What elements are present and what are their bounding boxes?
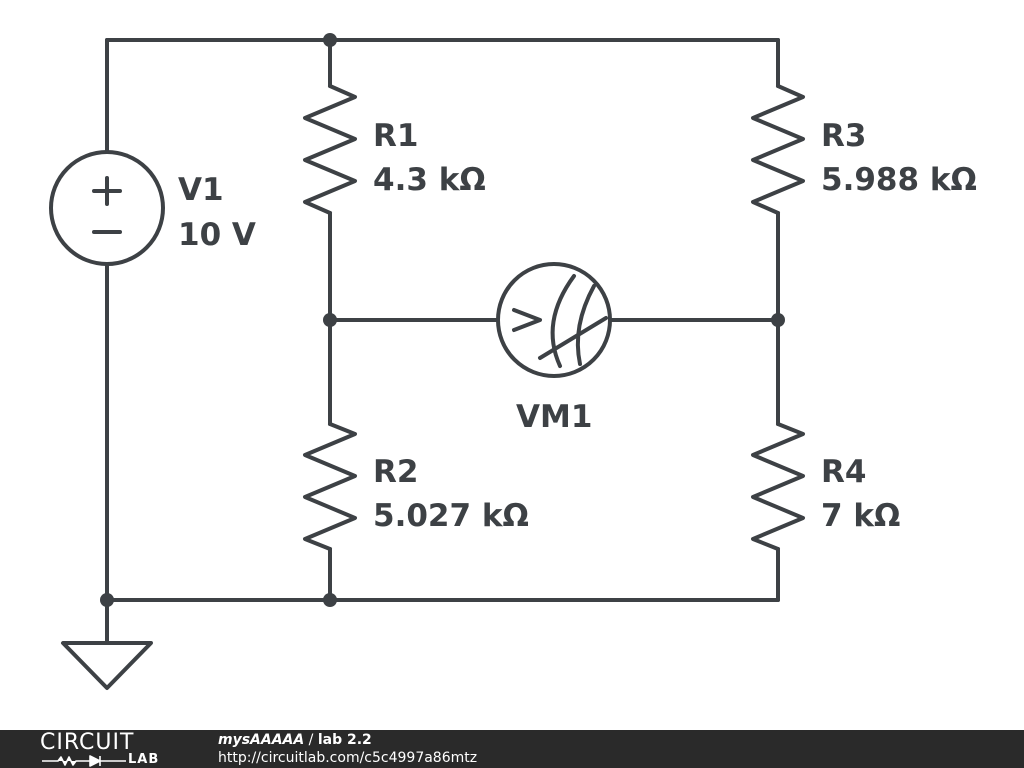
junction-node (323, 593, 337, 607)
footer-title: mysAAAAA / lab 2.2 (218, 731, 372, 749)
voltmeter-arc-1 (550, 274, 576, 368)
resistor-r1[interactable] (303, 84, 357, 215)
r1-value-label: 4.3 kΩ (373, 162, 486, 198)
plus-sign (92, 176, 122, 206)
voltmeter-arc-2 (575, 284, 596, 366)
resistor-r3[interactable] (751, 84, 805, 215)
junction-node (323, 313, 337, 327)
footer-url-link[interactable]: http://circuitlab.com/c5c4997a86mtz (218, 750, 478, 766)
voltmeter-v-glyph (512, 308, 542, 332)
voltage-source-v1[interactable] (49, 150, 165, 266)
r2-name-label: R2 (373, 454, 418, 490)
r1-name-label: R1 (373, 118, 418, 154)
r4-value-label: 7 kΩ (821, 498, 900, 534)
junction-node (771, 313, 785, 327)
v1-name-label: V1 (178, 172, 224, 208)
footer-bar: CIRCUIT LAB mysAAAAA / lab 2.2 http://ci… (0, 730, 1024, 768)
junction-node (100, 593, 114, 607)
v1-value-label: 10 V (178, 217, 256, 253)
junction-node (323, 33, 337, 47)
r2-value-label: 5.027 kΩ (373, 498, 529, 534)
resistor-r2[interactable] (303, 422, 357, 551)
logo-text-top: CIRCUIT (40, 730, 135, 755)
r4-name-label: R4 (821, 454, 866, 490)
resistor-r4[interactable] (751, 422, 805, 551)
voltmeter-vm1[interactable] (496, 262, 612, 378)
footer-separator: / (304, 732, 318, 748)
r3-value-label: 5.988 kΩ (821, 162, 977, 198)
r3-name-label: R3 (821, 118, 866, 154)
logo-text-bottom: LAB (128, 752, 160, 767)
circuitlab-logo[interactable]: CIRCUIT LAB (40, 731, 180, 767)
voltmeter-slash (538, 316, 608, 360)
logo-waveform-icon (42, 755, 126, 767)
footer-project-link[interactable]: lab 2.2 (317, 732, 372, 748)
ground-symbol (61, 641, 153, 690)
footer-user-link[interactable]: mysAAAAA (218, 732, 305, 748)
vm1-name-label: VM1 (516, 399, 592, 435)
